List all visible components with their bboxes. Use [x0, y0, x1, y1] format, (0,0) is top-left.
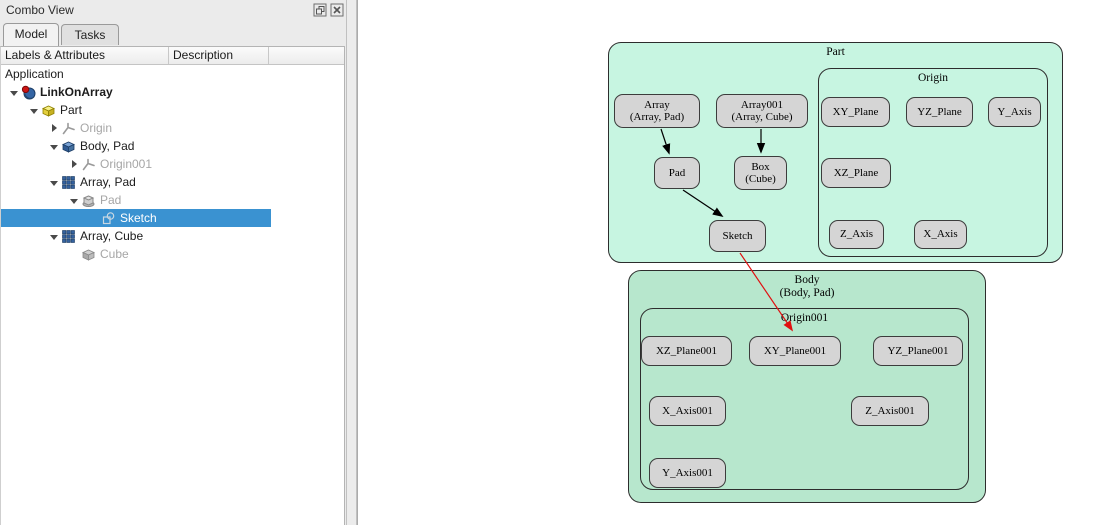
document-icon — [21, 85, 36, 100]
tree-item-array-pad[interactable]: Array, Pad — [1, 173, 271, 191]
expand-arrow[interactable] — [27, 103, 41, 117]
expand-arrow[interactable] — [67, 157, 81, 171]
graph-node-pad: Pad — [654, 157, 700, 189]
combo-view-tabbar: Model Tasks — [0, 22, 346, 46]
graph-node-xy-plane001: XY_Plane001 — [749, 336, 841, 366]
graph-node-yz-plane: YZ_Plane — [906, 97, 973, 127]
model-tree: Labels & Attributes Description Applicat… — [0, 46, 345, 525]
expand-arrow[interactable] — [47, 175, 61, 189]
tree-item-pad[interactable]: Pad — [1, 191, 271, 209]
graph-node-array001: Array001 (Array, Cube) — [716, 94, 808, 128]
tree-item-array-cube[interactable]: Array, Cube — [1, 227, 271, 245]
tree-item-body-pad[interactable]: Body, Pad — [1, 137, 271, 155]
expand-arrow[interactable] — [47, 229, 61, 243]
expand-arrow[interactable] — [47, 121, 61, 135]
panel-title: Combo View — [6, 3, 74, 17]
pad-icon — [81, 193, 96, 208]
combo-view-titlebar[interactable]: Combo View — [0, 0, 346, 22]
tab-tasks[interactable]: Tasks — [61, 24, 119, 45]
expand-arrow[interactable] — [47, 139, 61, 153]
sketch-icon — [101, 211, 116, 226]
expand-arrow[interactable] — [67, 193, 81, 207]
dependency-graph-view: Part Origin Body (Body, Pad) Origin001 A… — [357, 0, 1097, 525]
graph-node-z-axis001: Z_Axis001 — [851, 396, 929, 426]
cluster-part-label: Part — [826, 46, 845, 58]
graph-node-y-axis: Y_Axis — [988, 97, 1041, 127]
tree-item-linkonarray[interactable]: LinkOnArray — [1, 83, 271, 101]
cluster-origin001-label: Origin001 — [780, 312, 829, 324]
graph-node-xy-plane: XY_Plane — [821, 97, 890, 127]
part-icon — [41, 103, 56, 118]
panel-splitter[interactable] — [346, 0, 357, 525]
array-icon — [61, 229, 76, 244]
graph-node-yz-plane001: YZ_Plane001 — [873, 336, 963, 366]
graph-node-x-axis001: X_Axis001 — [649, 396, 726, 426]
graph-node-sketch: Sketch — [709, 220, 766, 252]
cluster-origin-label: Origin — [917, 72, 949, 84]
cube-icon — [81, 247, 96, 262]
tree-item-application[interactable]: Application — [5, 67, 64, 81]
origin-icon — [61, 121, 76, 136]
graph-node-box: Box (Cube) — [734, 156, 787, 190]
tab-model[interactable]: Model — [3, 23, 59, 46]
expand-arrow[interactable] — [7, 85, 21, 99]
tree-item-part[interactable]: Part — [1, 101, 271, 119]
tree-item-cube[interactable]: Cube — [1, 245, 271, 263]
tree-body: Application LinkOnArray — [1, 65, 344, 263]
origin-icon — [81, 157, 96, 172]
tree-header: Labels & Attributes Description — [1, 47, 344, 65]
graph-node-array: Array (Array, Pad) — [614, 94, 700, 128]
tree-item-origin[interactable]: Origin — [1, 119, 271, 137]
graph-node-y-axis001: Y_Axis001 — [649, 458, 726, 488]
column-header-empty — [269, 47, 344, 64]
close-icon[interactable] — [330, 3, 344, 17]
graph-node-xz-plane001: XZ_Plane001 — [641, 336, 732, 366]
tree-item-sketch[interactable]: Sketch — [1, 209, 271, 227]
cluster-body-label: Body (Body, Pad) — [779, 274, 835, 299]
combo-view-panel: Combo View Model T — [0, 0, 346, 525]
body-icon — [61, 139, 76, 154]
column-header-description[interactable]: Description — [169, 47, 269, 64]
column-header-labels[interactable]: Labels & Attributes — [1, 47, 169, 64]
graph-node-x-axis: X_Axis — [914, 220, 967, 249]
tree-item-origin001[interactable]: Origin001 — [1, 155, 271, 173]
array-icon — [61, 175, 76, 190]
graph-node-xz-plane: XZ_Plane — [821, 158, 891, 188]
float-icon[interactable] — [313, 3, 327, 17]
graph-node-z-axis: Z_Axis — [829, 220, 884, 249]
